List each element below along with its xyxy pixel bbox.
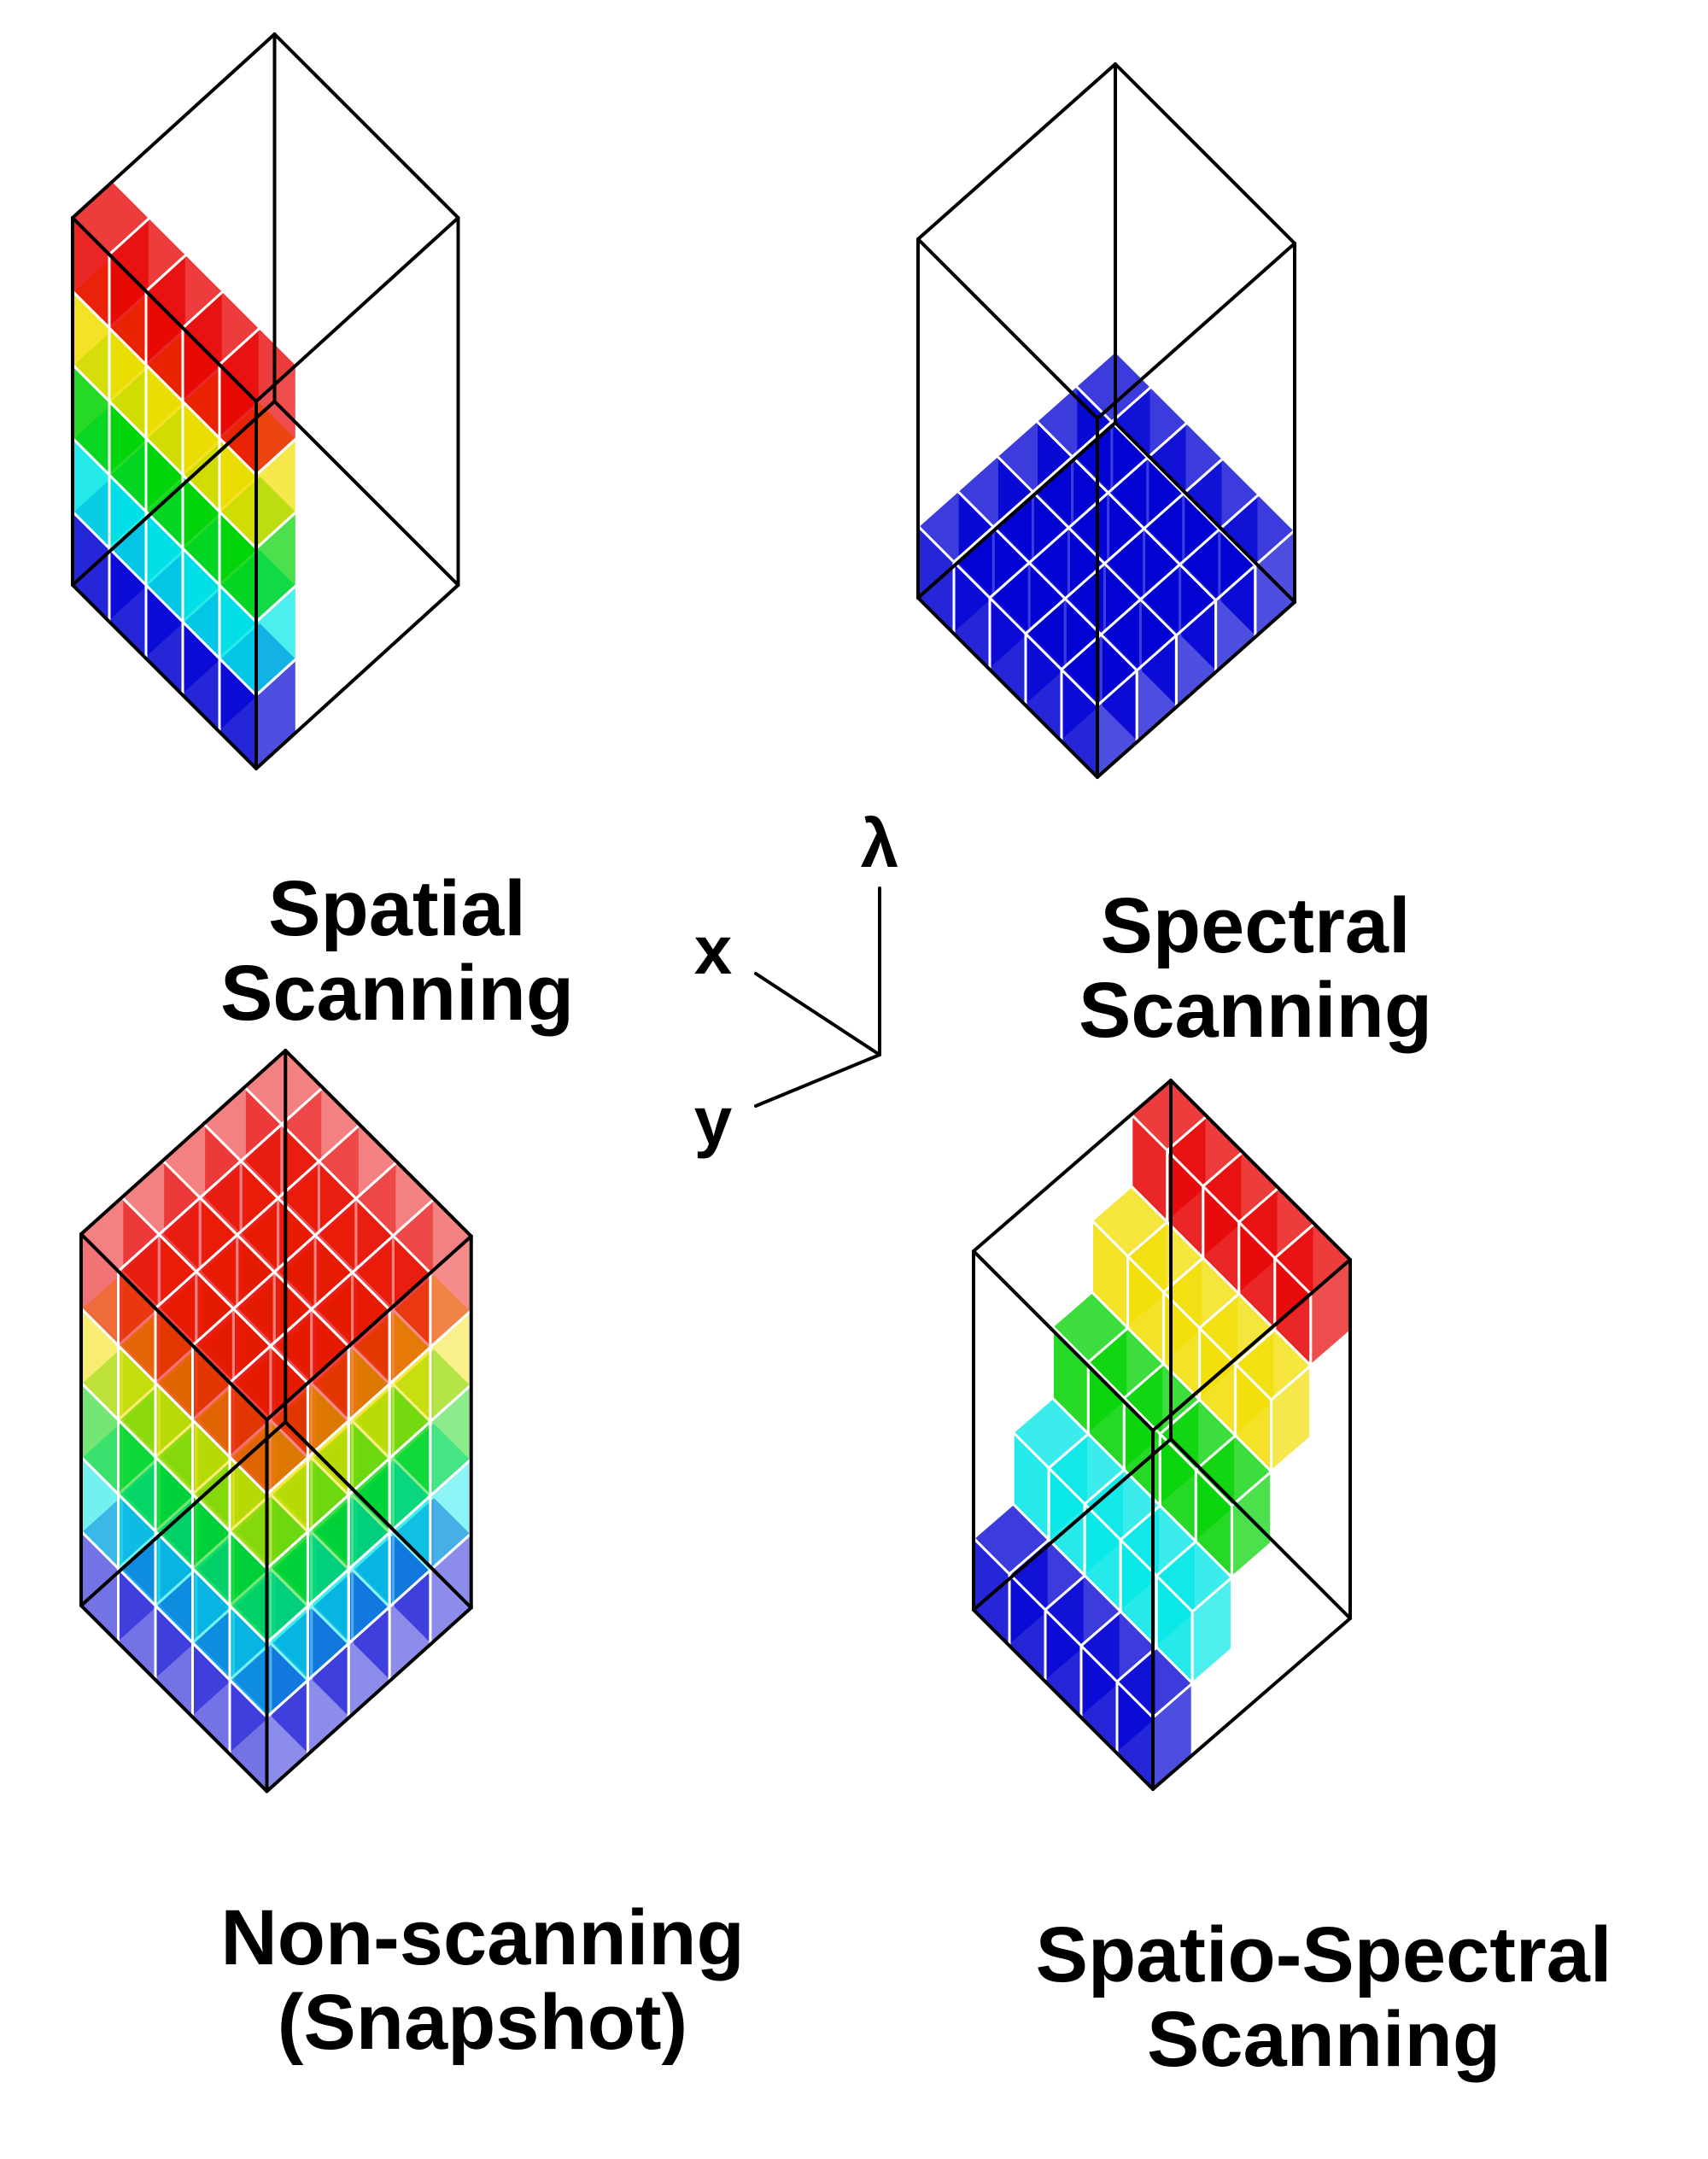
- cube-edge: [1169, 1079, 1352, 1261]
- cube-edge: [1096, 600, 1296, 779]
- cube-edge: [71, 583, 258, 770]
- voxel-face-top: [1194, 1434, 1273, 1507]
- cube-edge: [1151, 1258, 1352, 1432]
- axis-y-line: [754, 1053, 881, 1108]
- cube-edge: [79, 1049, 288, 1236]
- cube-edge: [972, 1249, 1155, 1432]
- voxel-face-top: [1234, 1328, 1313, 1401]
- cube-edge: [254, 216, 460, 403]
- cube-edge: [1096, 242, 1296, 420]
- cube-edge: [1169, 1437, 1352, 1620]
- cube-edge: [972, 1437, 1173, 1612]
- axis-label-lambda: λ: [860, 805, 899, 881]
- caption-non-scanning: Non-scanning (Snapshot): [220, 1894, 745, 2067]
- cube-edge: [916, 421, 1117, 600]
- caption-spatial-scanning: Spatial Scanning: [219, 865, 575, 1038]
- cube-edge: [916, 596, 1099, 779]
- cube-edge: [79, 1604, 269, 1793]
- cube-spatio-spectral: [972, 1079, 1352, 1791]
- cube-edge: [272, 32, 460, 219]
- voxel-face-top: [1115, 1646, 1194, 1719]
- voxel-face-top: [1060, 633, 1138, 707]
- cube-edge: [265, 1234, 473, 1422]
- cube-edge: [272, 400, 460, 587]
- cube-edge: [916, 62, 1117, 241]
- cube-edge: [1114, 421, 1296, 604]
- cube-non-scanning: [79, 1049, 473, 1793]
- caption-spectral-scanning: Spectral Scanning: [1078, 882, 1433, 1055]
- axis-x-line: [754, 972, 881, 1056]
- cube-edge: [284, 1049, 473, 1238]
- cube-edge: [79, 1232, 269, 1422]
- cube-spatial: [71, 32, 460, 770]
- axis-label-y: y: [693, 1083, 733, 1159]
- cube-edge: [71, 400, 277, 587]
- cube-edge: [1151, 1617, 1352, 1791]
- cube-spectral: [916, 62, 1296, 779]
- axis-label-x: x: [693, 912, 733, 988]
- cube-edge: [265, 1606, 473, 1793]
- cube-edge: [71, 32, 277, 219]
- cube-edge: [1114, 62, 1296, 245]
- cube-edge: [972, 1079, 1173, 1253]
- cube-edge: [284, 1420, 473, 1610]
- axis-triad: [754, 886, 881, 1108]
- cube-edge: [916, 237, 1099, 420]
- cube-edge: [71, 216, 258, 403]
- cube-edge: [972, 1608, 1155, 1791]
- cube-edge: [79, 1420, 288, 1607]
- caption-spatio-spectral-scanning: Spatio-Spectral Scanning: [1035, 1911, 1612, 2084]
- voxel-face-top: [1155, 1540, 1233, 1613]
- cube-edge: [254, 583, 460, 770]
